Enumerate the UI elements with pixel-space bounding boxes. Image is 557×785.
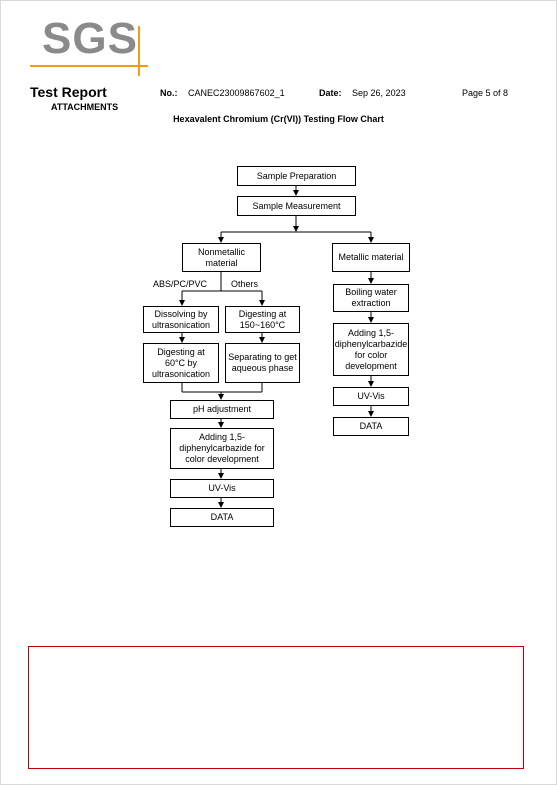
flow-box-nonmetallic-material: Nonmetallic material [182, 243, 261, 272]
sgs-logo: SGS [30, 14, 148, 76]
flow-box-data-right: DATA [333, 417, 409, 436]
flow-box-metallic-material: Metallic material [332, 243, 410, 272]
flow-box-data-left: DATA [170, 508, 274, 527]
flow-box-adding-diphenylcarbazide-left: Adding 1,5-diphenylcarbazide for color d… [170, 428, 274, 469]
report-date-label: Date: [319, 88, 342, 98]
report-number: No.: CANEC23009867602_1 [160, 88, 285, 98]
flow-box-sample-preparation: Sample Preparation [237, 166, 356, 186]
report-number-value: CANEC23009867602_1 [188, 88, 285, 98]
flow-box-dissolving: Dissolving by ultrasonication [143, 306, 219, 333]
report-title: Test Report [30, 84, 107, 100]
flow-box-separating: Separating to get aqueous phase [225, 343, 300, 383]
page-number: Page 5 of 8 [462, 88, 509, 98]
flow-box-digesting-60: Digesting at 60°C by ultrasonication [143, 343, 219, 383]
flow-box-adding-diphenylcarbazide-right: Adding 1,5-diphenylcarbazide for color d… [333, 323, 409, 376]
branch-label-abs-pc-pvc: ABS/PC/PVC [153, 279, 208, 289]
report-date: Date: Sep 26, 2023 [319, 88, 406, 98]
disclaimer-frame [28, 646, 524, 769]
branch-label-others: Others [231, 279, 259, 289]
section-label: ATTACHMENTS [51, 102, 119, 112]
chart-title: Hexavalent Chromium (Cr(VI)) Testing Flo… [173, 114, 384, 124]
flow-box-ph-adjustment: pH adjustment [170, 400, 274, 419]
logo-text: SGS [42, 14, 138, 63]
flow-box-boiling-water-extraction: Boiling water extraction [333, 284, 409, 312]
report-date-value: Sep 26, 2023 [352, 88, 406, 98]
report-number-label: No.: [160, 88, 178, 98]
flow-box-digesting-150: Digesting at 150~160°C [225, 306, 300, 333]
logo-underline [30, 65, 148, 67]
logo-vertical-line [138, 26, 140, 76]
flow-box-uvvis-right: UV-Vis [333, 387, 409, 406]
flow-box-uvvis-left: UV-Vis [170, 479, 274, 498]
flow-box-sample-measurement: Sample Measurement [237, 196, 356, 216]
